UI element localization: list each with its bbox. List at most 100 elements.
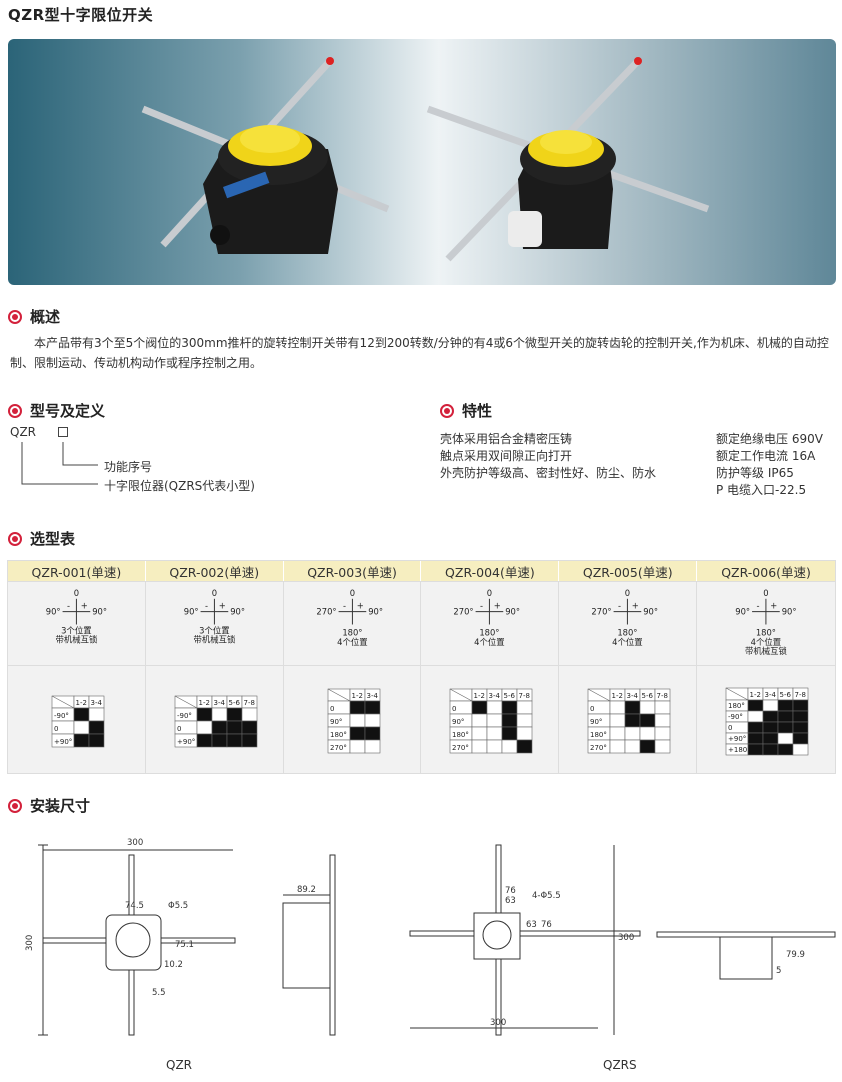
contact-column-label: 5-6 [228,699,240,707]
contact-grid-cell [349,713,365,728]
contact-grid-cell [196,720,213,734]
position-count: 3个位置 [61,625,91,635]
contact-grid-cell [655,739,671,754]
overview-heading-text: 概述 [30,308,61,326]
model-code-box [58,427,68,437]
position-label-right: 90° [782,607,797,617]
selection-header: QZR-004(单速) [421,561,560,581]
position-label-left: 90° [46,607,61,617]
contact-closed-cell [747,732,764,744]
position-label-top: 0 [74,588,79,598]
contact-row-label: 180° [452,731,469,739]
qzr-dim-5: 5.5 [152,988,166,998]
contact-closed-cell [88,733,105,747]
position-label-top: 0 [212,588,217,598]
contact-closed-cell [747,743,764,755]
qzrs-dim-2: 63 [505,896,516,906]
contact-row-label: 90° [452,718,464,726]
position-sign: + [356,601,363,611]
features-left: 壳体采用铝合金精密压铸 触点采用双间隙正向打开 外壳防护等级高、密封性好、防尘、… [440,431,656,482]
contact-row-label: +90° [728,735,746,743]
contact-grid-cell [472,739,488,754]
contact-grid-cell [625,739,641,754]
contact-row-label: 180° [590,731,607,739]
selection-header: QZR-002(单速) [145,561,284,581]
contact-closed-cell [747,699,764,711]
contact-grid-cell [655,713,671,728]
qzr-dim-1: 74.5 [125,901,144,911]
selection-header: QZR-005(单速) [559,561,698,581]
contact-grid-cell [349,739,365,754]
contact-column-label: 3-4 [765,691,777,699]
position-label-right: 90° [368,607,383,617]
contact-column-label: 5-6 [642,692,654,700]
contact-row-label: +90° [54,738,72,746]
position-label-left: 270° [454,607,474,617]
contact-closed-cell [792,710,809,722]
section-bullet-icon [440,403,454,418]
contact-row-label: 270° [590,744,607,752]
dimensions-heading-text: 安装尺寸 [30,797,91,815]
page-title: QZR型十字限位开关 [8,6,154,24]
contact-row-label: 0 [452,705,456,713]
position-label-top: 0 [349,588,354,598]
model-line1: 功能序号 [104,460,153,474]
position-label-top: 0 [625,588,630,598]
contact-closed-cell [241,720,258,734]
qzr-product-1 [141,57,390,254]
contact-column-label: 7-8 [243,699,254,707]
position-label-left: 270° [592,607,612,617]
contact-grid-cell [610,700,626,715]
position-label-right: 90° [230,607,245,617]
qzr-height-dim: 300 [25,935,35,951]
qzrs-dim-5: 76 [541,920,552,930]
overview-heading: 概述 [8,306,60,327]
qzrs-width-dim: 300 [490,1018,506,1028]
feature-item: 外壳防护等级高、密封性好、防尘、防水 [440,466,657,480]
position-label-right: 90° [92,607,107,617]
position-label-left: 90° [735,607,750,617]
contact-row-label: 0 [54,725,58,733]
contact-column-label: 3-4 [627,692,639,700]
features-heading-text: 特性 [462,402,493,420]
contact-grid-cell [472,726,488,741]
contact-grid-cell [364,739,380,754]
position-label-bottom: 180° [618,627,638,637]
position-label-top: 0 [763,588,768,598]
spec-item: 额定绝缘电压 690V [716,432,823,446]
contact-column-label: 1-2 [612,692,623,700]
product-photo [8,39,836,285]
position-note: 带机械互锁 [745,646,787,656]
features-heading: 特性 [440,400,492,421]
contact-row-label: -90° [54,712,69,720]
position-label-right: 90° [644,607,659,617]
contact-closed-cell [792,699,809,711]
selection-header: QZR-006(单速) [697,561,835,581]
contact-grid-cell [364,713,380,728]
position-label-top: 0 [487,588,492,598]
contact-row-label: -90° [728,713,743,721]
position-sign: + [81,601,88,611]
position-sign: - [343,601,346,611]
contact-closed-cell [517,739,533,754]
qzrs-caption: QZRS [603,1058,637,1072]
contact-closed-cell [226,733,243,747]
contact-closed-cell [777,710,794,722]
contact-grid-cell [640,726,656,741]
contact-closed-cell [73,707,90,721]
position-sign: + [770,601,777,611]
contact-row-label: 90° [590,718,602,726]
position-note: 带机械互锁 [55,634,97,644]
qzrs-dim-4: 63 [526,920,537,930]
contact-column-label: 3-4 [91,699,103,707]
qzr-dim-2: Φ5.5 [168,901,188,911]
qzr-product-2 [426,57,710,262]
